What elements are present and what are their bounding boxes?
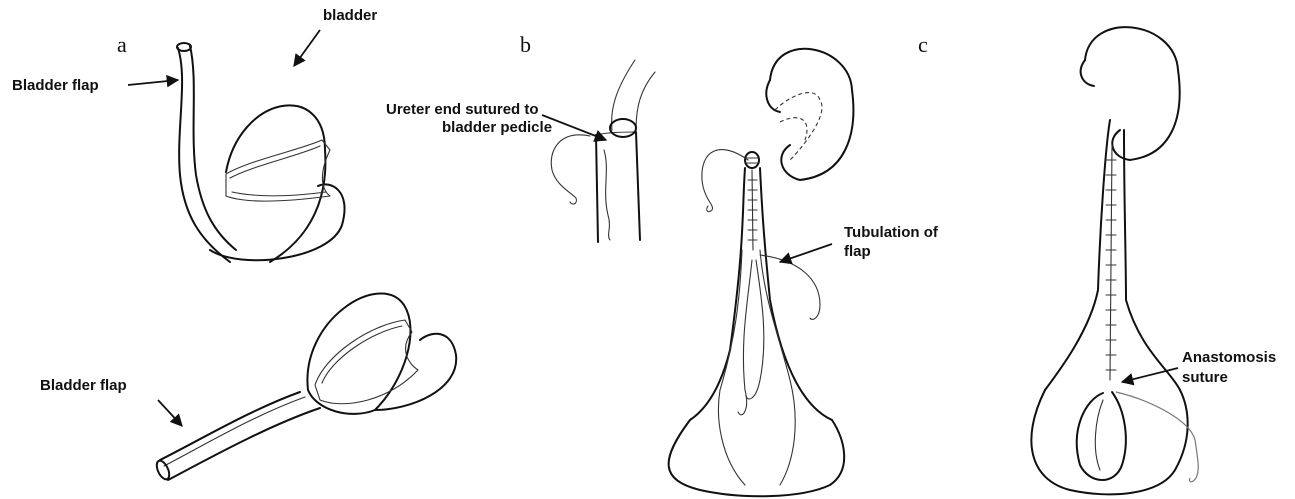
panel-label-b: b <box>520 32 531 57</box>
anastomosis-drawing <box>1031 27 1198 494</box>
tubulation-drawing <box>669 49 854 496</box>
label-tubulation-line2: flap <box>844 243 871 260</box>
label-anastomosis-line1: Anastomosis <box>1182 349 1276 366</box>
bladder-flap-extended-drawing <box>154 294 456 482</box>
label-tubulation-line1: Tubulation of <box>844 224 939 241</box>
arrow-bladder-flap-bottom <box>158 400 182 426</box>
label-bladder: bladder <box>323 7 377 24</box>
label-anastomosis-line2: suture <box>1182 369 1228 386</box>
label-ureter-line1: Ureter end sutured to <box>386 101 539 118</box>
label-ureter-line2: bladder pedicle <box>442 119 552 136</box>
arrow-bladder <box>294 30 320 66</box>
label-bladder-flap-bottom: Bladder flap <box>40 377 127 394</box>
bladder-flap-raised-drawing <box>177 43 345 262</box>
label-bladder-flap-top: Bladder flap <box>12 77 99 94</box>
ureter-pedicle-inset-drawing <box>551 60 655 242</box>
panel-label-c: c <box>918 32 928 57</box>
arrow-bladder-flap-top <box>128 80 178 85</box>
panel-label-a: a <box>117 32 127 57</box>
arrow-tubulation <box>780 244 832 262</box>
